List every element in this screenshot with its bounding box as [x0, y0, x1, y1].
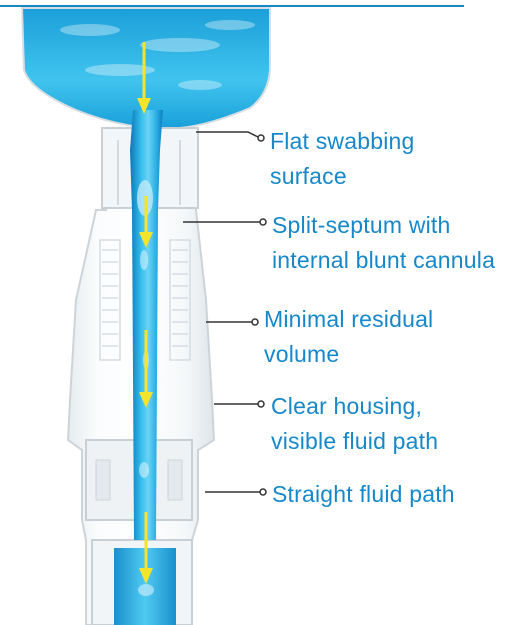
label-straight-fluid-path: Straight fluid path — [272, 477, 516, 512]
label-line: Minimal residual — [264, 302, 509, 337]
label-flat-swabbing-surface: Flat swabbing surface — [270, 124, 515, 194]
label-line: internal blunt cannula — [272, 243, 516, 278]
label-line: Split-septum with — [272, 208, 516, 243]
label-split-septum: Split-septum with internal blunt cannula — [272, 208, 516, 278]
label-line: volume — [264, 337, 509, 372]
label-line: Straight fluid path — [272, 477, 516, 512]
label-line: Flat swabbing — [270, 124, 515, 159]
label-clear-housing: Clear housing, visible fluid path — [271, 389, 516, 459]
leader-line-swabbing — [196, 132, 258, 137]
label-minimal-residual-volume: Minimal residual volume — [264, 302, 509, 372]
label-line: Clear housing, — [271, 389, 516, 424]
label-line: visible fluid path — [271, 424, 516, 459]
label-line: surface — [270, 159, 515, 194]
